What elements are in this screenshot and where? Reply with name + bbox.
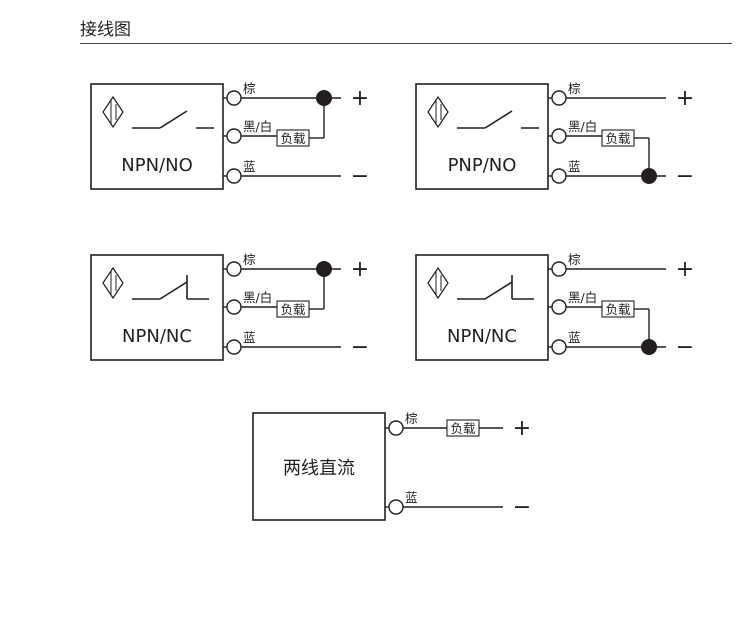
- sensor-type-label: 两线直流: [283, 458, 355, 479]
- minus-sign: −: [676, 335, 694, 360]
- terminal-brown: [551, 261, 567, 277]
- load-label: 负载: [450, 421, 476, 436]
- switch-no-icon: [132, 110, 214, 129]
- sensor-type-label: NPN/NC: [447, 326, 517, 347]
- terminal-black-white: [226, 299, 242, 315]
- terminal-blue: [226, 168, 242, 184]
- sensor-diamond: [427, 266, 449, 300]
- load-box: 负载: [276, 129, 310, 147]
- terminal-black-white: [226, 128, 242, 144]
- wire-label-brown: 棕: [243, 81, 256, 96]
- plus-sign: +: [351, 257, 369, 282]
- load-box: 负载: [276, 300, 310, 318]
- minus-sign: −: [351, 164, 369, 189]
- wire-label-black-white: 黑/白: [568, 119, 597, 134]
- wire-label-brown: 棕: [243, 252, 256, 267]
- load-box: 负载: [601, 129, 635, 147]
- terminal-black-white: [551, 299, 567, 315]
- sensor-diamond: [102, 95, 124, 129]
- plus-sign: +: [676, 86, 694, 111]
- terminal-blue: [226, 339, 242, 355]
- terminal-blue: [551, 339, 567, 355]
- junction-dot: [316, 261, 332, 277]
- terminal-black-white: [551, 128, 567, 144]
- terminal-brown: [551, 90, 567, 106]
- terminal-brown: [226, 90, 242, 106]
- load-box: 负载: [446, 419, 480, 437]
- wire-label-black-white: 黑/白: [568, 290, 597, 305]
- sensor-diamond: [427, 95, 449, 129]
- sensor-type-label: NPN/NO: [121, 155, 192, 176]
- terminal-brown: [226, 261, 242, 277]
- section-title: 接线图: [80, 20, 131, 40]
- junction-dot: [316, 90, 332, 106]
- sensor-icon: [102, 266, 124, 300]
- sensor-type-label: NPN/NC: [122, 326, 192, 347]
- wire-label-blue: 蓝: [568, 330, 581, 345]
- wire-label-blue: 蓝: [243, 159, 256, 174]
- switch-blade: [484, 110, 513, 129]
- sensor-icon: [427, 95, 449, 129]
- switch-nc-icon: [132, 275, 209, 300]
- switch-no-icon: [457, 110, 539, 129]
- minus-sign: −: [676, 164, 694, 189]
- switch-blade: [159, 281, 188, 300]
- plus-sign: +: [351, 86, 369, 111]
- sensor-icon: [102, 95, 124, 129]
- sensor-body: [252, 412, 386, 521]
- junction-dot: [641, 339, 657, 355]
- load-box: 负载: [601, 300, 635, 318]
- minus-sign: −: [351, 335, 369, 360]
- load-label: 负载: [605, 302, 631, 317]
- wire-label-black-white: 黑/白: [243, 290, 272, 305]
- terminal-brown: [388, 420, 404, 436]
- wire-label-blue: 蓝: [243, 330, 256, 345]
- wire-label-blue: 蓝: [405, 490, 418, 505]
- junction-dot: [641, 168, 657, 184]
- minus-sign: −: [513, 495, 531, 520]
- wire-label-black-white: 黑/白: [243, 119, 272, 134]
- wire-label-brown: 棕: [405, 411, 418, 426]
- wire-label-blue: 蓝: [568, 159, 581, 174]
- title-divider: [80, 43, 732, 44]
- switch-blade: [484, 281, 513, 300]
- wire-label-brown: 棕: [568, 81, 581, 96]
- plus-sign: +: [513, 416, 531, 441]
- load-label: 负载: [605, 131, 631, 146]
- sensor-diamond: [102, 266, 124, 300]
- plus-sign: +: [676, 257, 694, 282]
- switch-blade: [159, 110, 188, 129]
- terminal-blue: [388, 499, 404, 515]
- sensor-type-label: PNP/NO: [448, 155, 517, 176]
- switch-nc-icon: [457, 275, 534, 300]
- wire-label-brown: 棕: [568, 252, 581, 267]
- load-label: 负载: [280, 302, 306, 317]
- terminal-blue: [551, 168, 567, 184]
- sensor-icon: [427, 266, 449, 300]
- load-label: 负载: [280, 131, 306, 146]
